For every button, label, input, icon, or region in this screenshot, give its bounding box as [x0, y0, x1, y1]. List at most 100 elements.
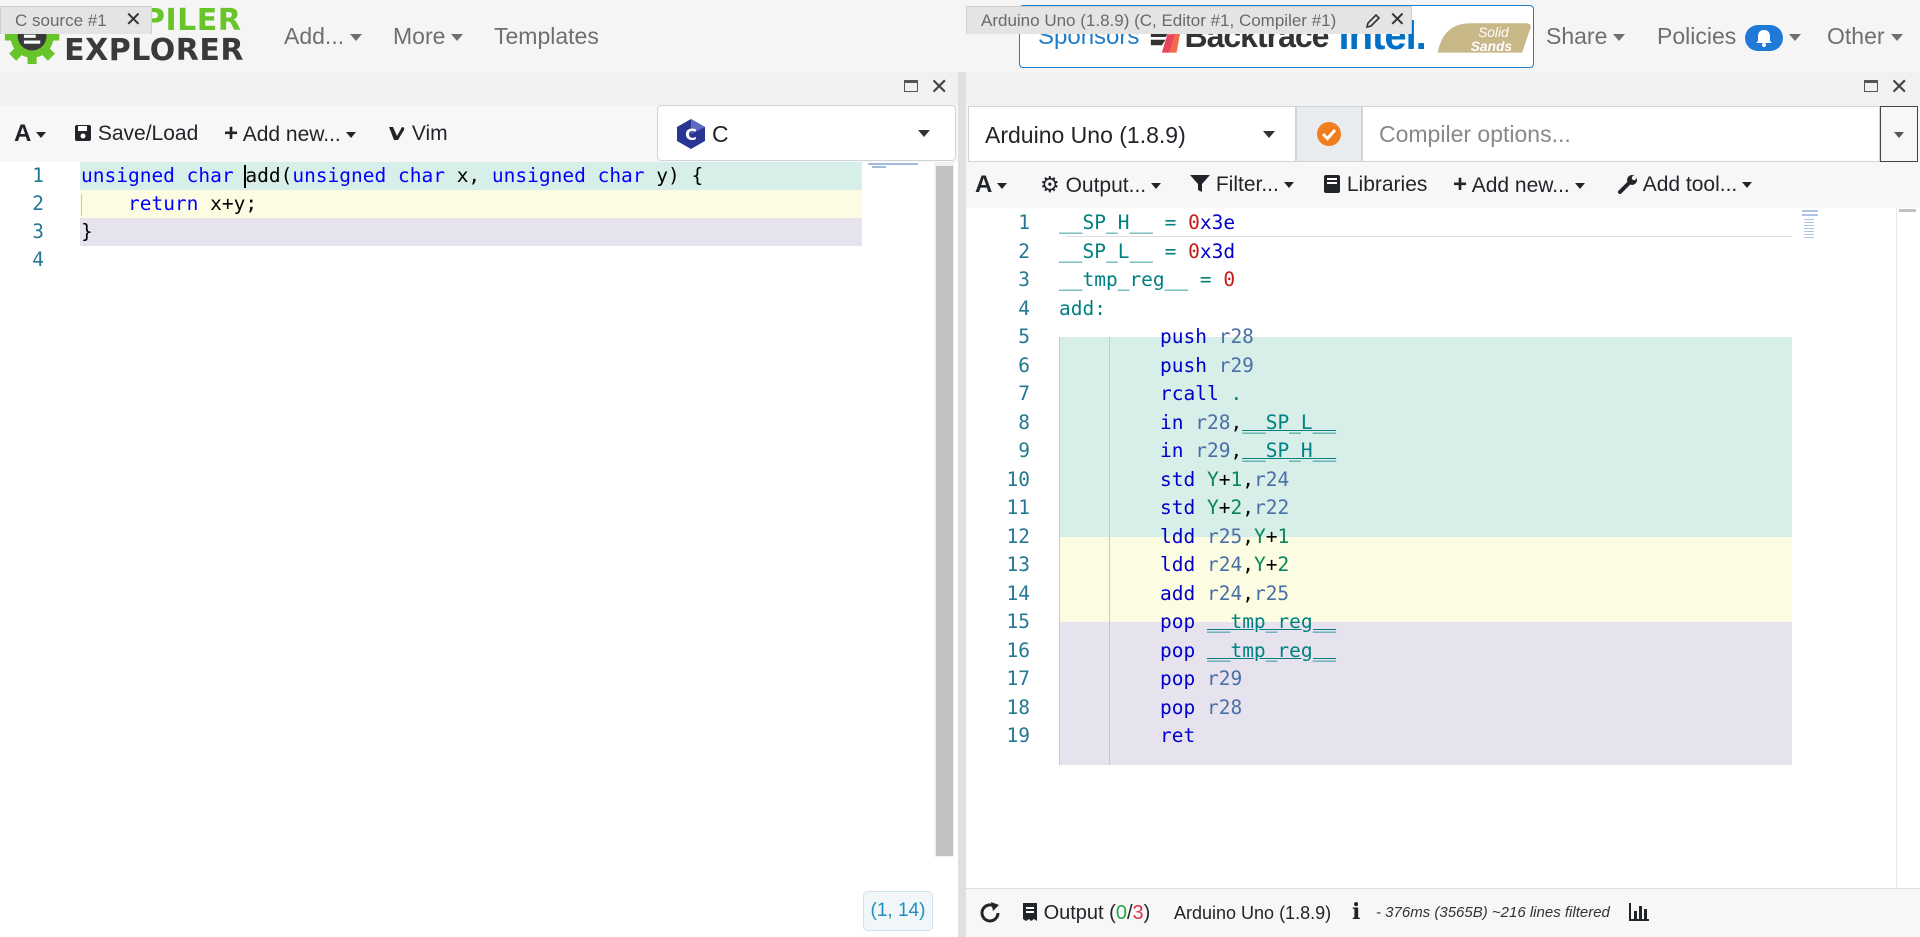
save-load-button[interactable]: Save/Load [74, 106, 198, 162]
asm-line: in r29,__SP_H__ [1160, 439, 1337, 462]
hl-line-1 [80, 162, 862, 190]
vim-icon [389, 127, 405, 140]
recompile-icon[interactable] [978, 901, 1002, 925]
font-size-label: A [975, 171, 993, 198]
tab-c-source[interactable]: C source #1 ✕ [0, 6, 152, 34]
tab-title: C source #1 [15, 11, 107, 30]
chevron-down-icon [1263, 131, 1275, 138]
pane-splitter[interactable] [958, 72, 966, 937]
share-menu[interactable]: Share [1546, 0, 1626, 72]
close-icon[interactable]: ✕ [1389, 9, 1406, 31]
asm-line: rcall . [1160, 382, 1243, 405]
code-line: unsigned char add(unsigned char x, unsig… [81, 164, 704, 187]
line-number: 12 [1006, 524, 1030, 548]
code-line: } [81, 220, 93, 243]
asm-line: ldd r24,Y+2 [1160, 553, 1290, 576]
filter-menu[interactable]: Filter... [1190, 157, 1294, 213]
vertical-scrollbar[interactable] [1896, 208, 1918, 888]
asm-line: std Y+1,r24 [1160, 467, 1290, 491]
close-icon[interactable]: ✕ [125, 9, 142, 31]
pencil-icon[interactable] [1365, 13, 1381, 29]
minimap[interactable] [868, 162, 934, 168]
bell-icon [1744, 24, 1783, 51]
vim-label: Vim [411, 122, 448, 145]
add-new-button[interactable]: + Add new... [224, 106, 356, 162]
scrollbar-thumb[interactable] [936, 166, 953, 856]
filter-icon [1190, 175, 1210, 192]
line-number: 18 [1006, 695, 1030, 719]
compiler-options-input[interactable]: Compiler options... [1362, 106, 1880, 162]
compile-status-button[interactable] [1296, 106, 1362, 162]
add-new-button[interactable]: + Add new... [1453, 157, 1585, 213]
scrollbar-thumb[interactable] [1899, 209, 1916, 212]
font-size-button[interactable]: A [14, 106, 47, 162]
asm-line: pop __tmp_reg__ [1160, 610, 1337, 633]
line-number: 3 [1018, 268, 1030, 291]
asm-line: pop r28 [1160, 695, 1243, 719]
line-number: 2 [1018, 239, 1030, 263]
indent-guide [1059, 337, 1060, 765]
chevron-down-icon [1742, 182, 1753, 189]
maximize-icon[interactable] [904, 80, 918, 92]
font-size-button[interactable]: A [975, 157, 1008, 213]
output-slash: / [1126, 902, 1133, 924]
policies-menu[interactable]: Policies [1657, 0, 1801, 72]
chevron-down-icon [350, 34, 363, 42]
line-number: 1 [1018, 211, 1030, 234]
svg-text:Solid: Solid [1478, 25, 1510, 40]
maximize-icon[interactable] [1864, 80, 1878, 92]
line-number: 17 [1006, 667, 1030, 690]
info-icon[interactable]: i [1352, 899, 1361, 925]
output-button[interactable]: Output (0/3) [1022, 889, 1150, 937]
line-number: 10 [1006, 467, 1030, 491]
tab-compiler[interactable]: Arduino Uno (1.8.9) (C, Editor #1, Compi… [966, 6, 1412, 34]
current-line-border [1066, 236, 1792, 237]
other-menu[interactable]: Other [1827, 0, 1903, 72]
libraries-button[interactable]: Libraries [1323, 157, 1427, 213]
line-number: 9 [1018, 439, 1030, 462]
asm-line: add r24,r25 [1160, 581, 1290, 605]
chevron-down-icon [997, 182, 1008, 189]
more-menu[interactable]: More [393, 0, 464, 72]
c-language-icon: C [677, 119, 705, 149]
svg-text:C: C [685, 125, 697, 144]
vim-toggle[interactable]: Vim [388, 106, 448, 162]
asm-highlight-block [1059, 337, 1792, 537]
asm-line: ret [1160, 724, 1196, 747]
top-navbar: COMPILER EXPLORER Add... More Templates … [0, 0, 1920, 72]
plus-icon: + [1453, 171, 1468, 198]
chevron-down-icon [1151, 183, 1162, 190]
output-label: Output ( [1043, 902, 1116, 924]
asm-line: pop __tmp_reg__ [1160, 638, 1337, 662]
svg-text:Sands: Sands [1471, 38, 1513, 53]
output-menu[interactable]: ⚙ Output... [1040, 157, 1162, 213]
compiler-select[interactable]: Arduino Uno (1.8.9) [968, 106, 1296, 162]
close-pane-icon[interactable]: ✕ [1890, 74, 1909, 99]
cursor-position-badge: (1, 14) [863, 891, 933, 931]
asm-highlight-block [1059, 536, 1792, 622]
add-menu[interactable]: Add... [284, 0, 363, 72]
chevron-down-icon [451, 34, 464, 42]
bar-chart-icon[interactable] [1628, 902, 1650, 922]
minimap[interactable] [1800, 208, 1824, 242]
compiler-status-bar: Output (0/3) Arduino Uno (1.8.9) i - 376… [966, 888, 1920, 937]
hl-line-3 [80, 218, 862, 246]
add-tool-button[interactable]: Add tool... [1618, 157, 1753, 213]
compiler-toolbar [966, 162, 1920, 208]
chevron-down-icon [1613, 34, 1626, 42]
close-pane-icon[interactable]: ✕ [930, 74, 949, 99]
vertical-scrollbar[interactable] [934, 162, 954, 857]
templates-link[interactable]: Templates [494, 23, 599, 49]
add-tool-label: Add tool... [1642, 173, 1738, 196]
language-select[interactable]: C C [657, 105, 956, 161]
chevron-down-icon [1574, 183, 1585, 190]
receipt-icon [1023, 903, 1037, 921]
line-number: 16 [1006, 638, 1030, 662]
chevron-down-icon [1283, 182, 1294, 189]
asm-line: __SP_H__ = 0x3e [1059, 211, 1236, 234]
add-menu-label: Add... [284, 23, 345, 49]
line-number: 4 [1018, 296, 1030, 320]
options-dropdown-button[interactable] [1880, 106, 1918, 162]
